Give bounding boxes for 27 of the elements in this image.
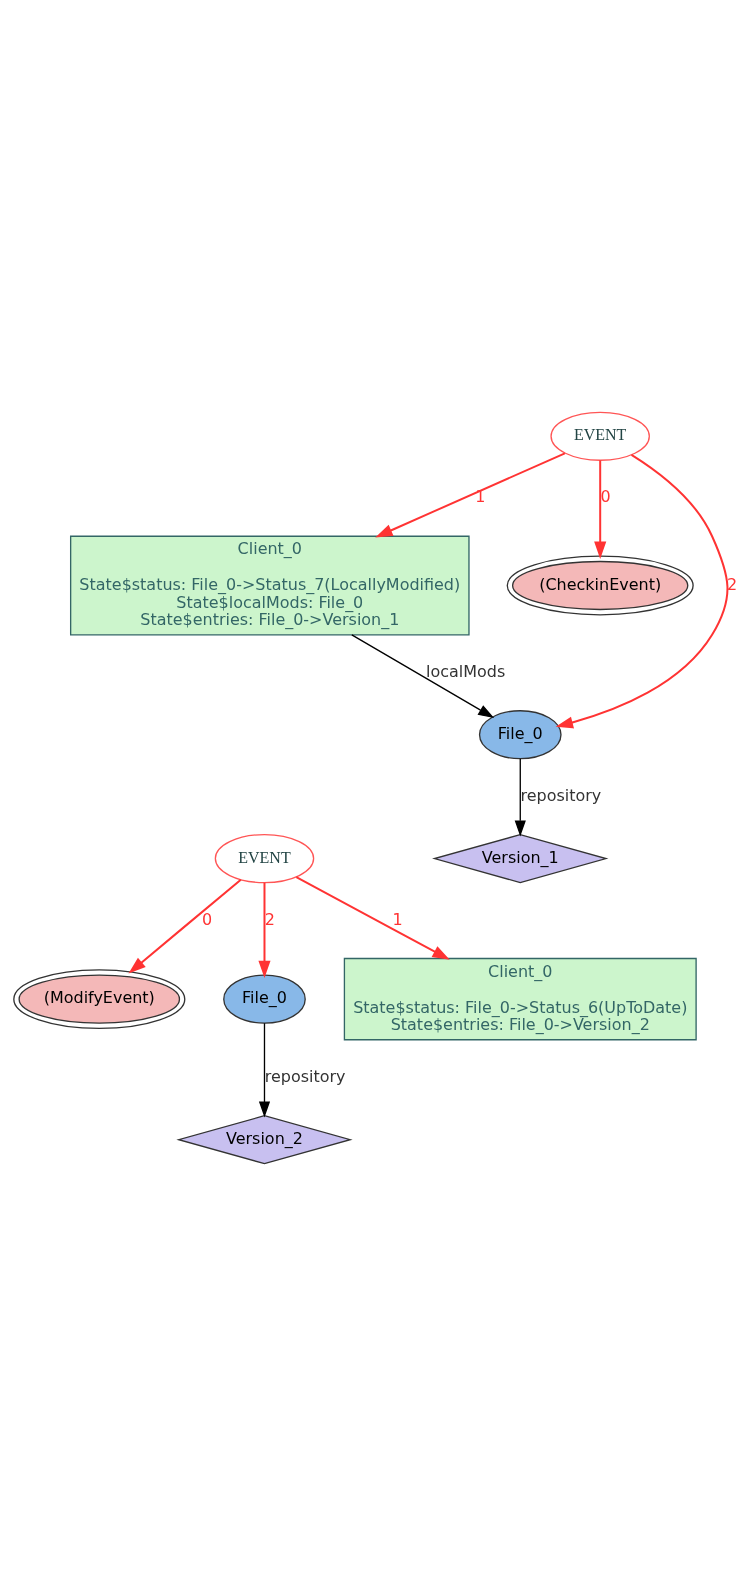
- edge-label: 1: [392, 909, 403, 929]
- arrow: [594, 459, 607, 559]
- arrow: [514, 757, 526, 837]
- arrow: [351, 633, 495, 718]
- edge-label: repository: [520, 785, 602, 805]
- node-ellipse: (ModifyEvent): [13, 968, 186, 1029]
- node-ellipse: File_0: [223, 974, 306, 1024]
- node-ellipse: (CheckinEvent): [506, 555, 694, 615]
- node-ellipse: EVENT: [214, 833, 315, 883]
- arrow: [295, 875, 450, 960]
- node-ellipse: EVENT: [550, 411, 650, 461]
- edge-label: repository: [264, 1066, 346, 1086]
- arrow: [128, 878, 242, 973]
- node-diamond: Version_1: [432, 833, 609, 883]
- edge-label: 2: [264, 909, 275, 929]
- node-box: Client_0 State$status: File_0->Status_6(UpToDate) State$entries: File_0->Version_2: [343, 957, 697, 1040]
- edge-label: 2: [726, 574, 738, 594]
- arrow: [258, 881, 271, 978]
- node-diamond: Version_2: [176, 1114, 353, 1164]
- edge-label: 0: [202, 909, 213, 929]
- arrow: [258, 1022, 271, 1118]
- edge-label: localMods: [426, 661, 506, 681]
- edge-label: 0: [600, 486, 611, 506]
- arrow: [555, 453, 729, 728]
- arrow: [375, 451, 566, 537]
- node-ellipse: File_0: [478, 709, 562, 759]
- node-box: Client_0 State$status: File_0->Status_7(LocallyModified) State$localMods: File_0 State$entries: File_0->Version_1: [70, 535, 470, 635]
